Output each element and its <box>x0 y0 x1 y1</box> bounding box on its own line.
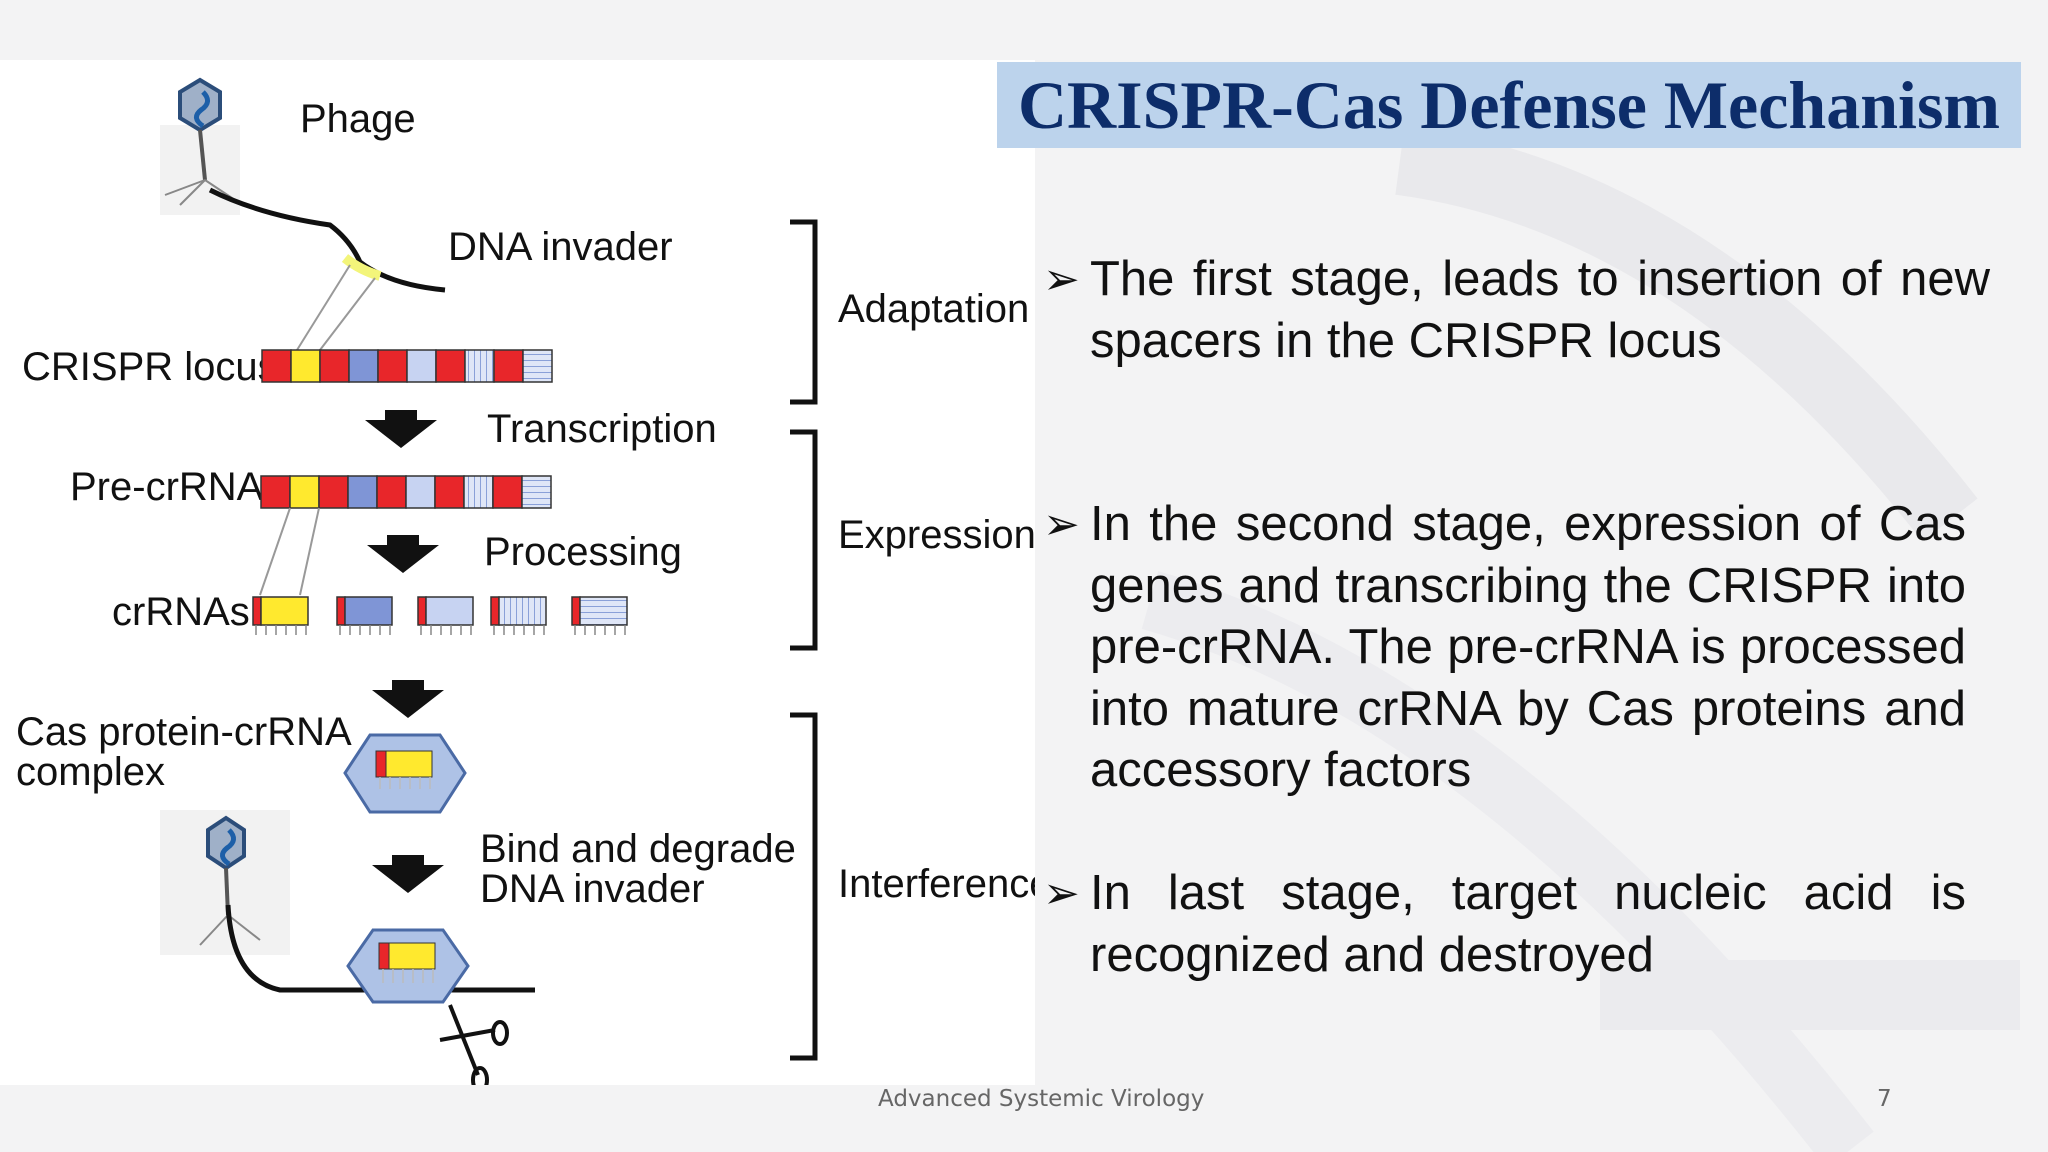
processing-label: Processing <box>484 530 682 574</box>
expression-bracket <box>790 429 818 651</box>
bullet-text: In the second stage, expression of Cas g… <box>1090 497 1966 797</box>
bullet-adaptation: ➢ The first stage, leads to insertion of… <box>1043 249 1990 372</box>
bullet-text: In last stage, target nucleic acid is re… <box>1090 866 1966 982</box>
cas-complex-label-line2: complex <box>16 750 165 794</box>
cas-complex-label-line1: Cas protein-crRNA <box>16 710 352 754</box>
arrow-down-icon <box>372 680 444 718</box>
arrow-bullet-icon: ➢ <box>1043 868 1080 919</box>
expression-stage-label: Expression <box>838 513 1035 557</box>
scissors-icon <box>439 1004 509 1085</box>
footer-course-name: Advanced Systemic Virology <box>878 1086 1205 1112</box>
adaptation-stage-label: Adaptation <box>838 287 1029 331</box>
crispr-locus-array <box>261 349 553 383</box>
bullet-text: The first stage, leads to insertion of n… <box>1090 252 1990 368</box>
crrnas-set <box>252 596 628 635</box>
phage-icon <box>160 810 535 993</box>
arrow-down-icon <box>365 410 437 448</box>
pre-crrna-array <box>260 475 552 509</box>
bind-degrade-label-line2: DNA invader <box>480 867 705 911</box>
crispr-figure-panel: Phage DNA invader CRISPR locus <box>0 60 1035 1085</box>
crispr-locus-label: CRISPR locus <box>22 345 278 389</box>
bullet-interference: ➢ In last stage, target nucleic acid is … <box>1043 863 1966 986</box>
cas-complex-bound-icon <box>346 928 470 1004</box>
dna-invader-label: DNA invader <box>448 225 673 269</box>
interference-bracket <box>790 712 818 1061</box>
cas-complex-icon <box>343 733 467 814</box>
arrow-bullet-icon: ➢ <box>1043 499 1080 550</box>
arrow-bullet-icon: ➢ <box>1043 254 1080 305</box>
crrnas-label: crRNAs <box>112 590 250 634</box>
interference-stage-label: Interference <box>838 862 1035 906</box>
arrow-down-icon <box>367 535 439 573</box>
crispr-diagram: Phage DNA invader CRISPR locus <box>16 77 1035 1085</box>
bullet-expression: ➢ In the second stage, expression of Cas… <box>1043 494 1966 802</box>
page-number: 7 <box>1877 1086 1892 1112</box>
arrow-down-icon <box>372 855 444 893</box>
bind-degrade-label-line1: Bind and degrade <box>480 827 796 871</box>
slide-title: CRISPR-Cas Defense Mechanism <box>1017 66 2001 143</box>
pre-crrna-label: Pre-crRNA <box>70 465 264 509</box>
transcription-label: Transcription <box>487 407 717 451</box>
phage-label: Phage <box>300 97 416 141</box>
adaptation-bracket <box>790 219 818 405</box>
title-banner: CRISPR-Cas Defense Mechanism <box>997 62 2021 148</box>
phage-icon <box>160 77 240 215</box>
